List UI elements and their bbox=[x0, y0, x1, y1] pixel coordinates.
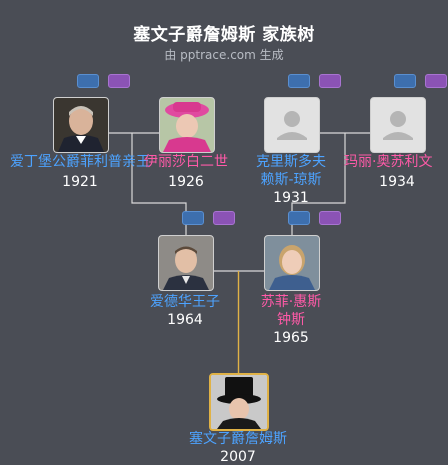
elizabeth-photo[interactable] bbox=[159, 97, 215, 153]
page-subtitle: 由 pptrace.com 生成 bbox=[164, 48, 284, 62]
tag-blue-mary[interactable] bbox=[394, 74, 416, 88]
mary-year: 1934 bbox=[379, 174, 415, 190]
sophie-name-line1[interactable]: 苏菲·惠斯 bbox=[260, 294, 322, 310]
page-title: 塞文子爵詹姆斯 家族树 bbox=[133, 25, 315, 45]
tag-purple-mary[interactable] bbox=[425, 74, 447, 88]
tag-purple-christopher[interactable] bbox=[319, 74, 341, 88]
tag-blue-sophie[interactable] bbox=[288, 211, 310, 225]
sophie-photo[interactable] bbox=[264, 235, 320, 291]
philip-name[interactable]: 爱丁堡公爵菲利普亲王 bbox=[10, 154, 150, 170]
christopher-name-line2[interactable]: 赖斯-琼斯 bbox=[260, 172, 322, 188]
james-year: 2007 bbox=[220, 449, 256, 465]
portrait-james bbox=[211, 375, 267, 429]
edward-photo[interactable] bbox=[158, 235, 214, 291]
mary-photo[interactable] bbox=[370, 97, 426, 153]
person-placeholder-icon bbox=[383, 111, 413, 140]
philip-photo[interactable] bbox=[53, 97, 109, 153]
christopher-name-line1[interactable]: 克里斯多夫 bbox=[256, 154, 326, 170]
philip-year: 1921 bbox=[62, 174, 98, 190]
tag-blue-christopher[interactable] bbox=[288, 74, 310, 88]
elizabeth-year: 1926 bbox=[168, 174, 204, 190]
mary-name[interactable]: 玛丽·奥苏利文 bbox=[344, 154, 433, 170]
tag-blue-edward[interactable] bbox=[182, 211, 204, 225]
elizabeth-name[interactable]: 伊丽莎白二世 bbox=[144, 154, 228, 170]
edward-year: 1964 bbox=[167, 312, 203, 328]
christopher-year: 1931 bbox=[273, 190, 309, 206]
portrait-edward bbox=[159, 236, 213, 290]
edward-name[interactable]: 爱德华王子 bbox=[150, 294, 220, 310]
person-placeholder-icon bbox=[277, 111, 307, 140]
christopher-photo[interactable] bbox=[264, 97, 320, 153]
james-name[interactable]: 塞文子爵詹姆斯 bbox=[189, 431, 287, 447]
portrait-elizabeth bbox=[160, 98, 214, 152]
tag-purple-edward[interactable] bbox=[213, 211, 235, 225]
portrait-sophie bbox=[265, 236, 319, 290]
tag-purple-sophie[interactable] bbox=[319, 211, 341, 225]
tag-purple-philip[interactable] bbox=[108, 74, 130, 88]
sophie-name-line2[interactable]: 钟斯 bbox=[277, 312, 305, 328]
james-photo[interactable] bbox=[209, 373, 269, 431]
tag-blue-philip[interactable] bbox=[77, 74, 99, 88]
sophie-year: 1965 bbox=[273, 330, 309, 346]
portrait-philip bbox=[54, 98, 108, 152]
